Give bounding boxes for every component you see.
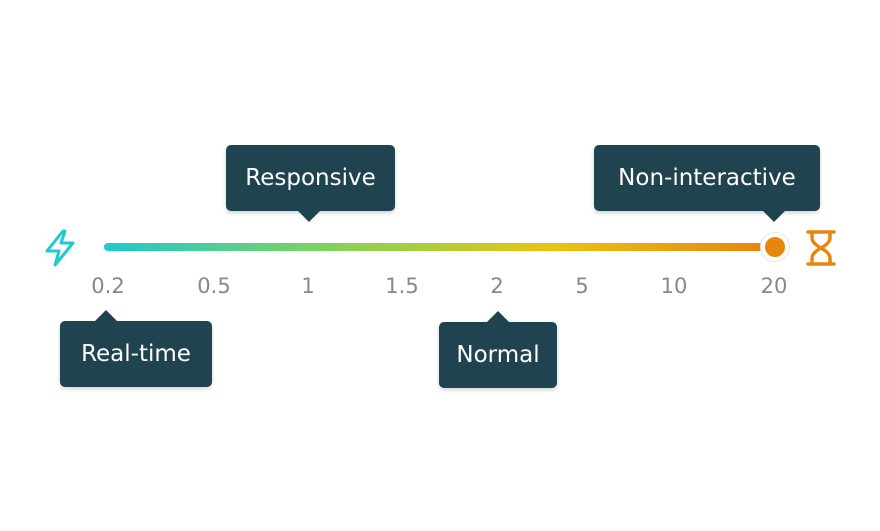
hourglass-icon — [806, 230, 836, 266]
callout-pointer — [486, 311, 510, 323]
tick-label: 0.5 — [197, 274, 231, 298]
tick-label: 10 — [660, 274, 688, 298]
callout-responsive: Responsive — [226, 145, 395, 222]
scale-track — [104, 243, 776, 251]
callout-label: Non-interactive — [618, 165, 796, 191]
callout-non-interactive: Non-interactive — [594, 145, 820, 222]
callout-real-time: Real-time — [60, 310, 212, 387]
callout-label: Normal — [456, 342, 540, 368]
tick-label: 20 — [760, 274, 788, 298]
callout-pointer — [94, 310, 118, 322]
callout-label: Responsive — [245, 165, 376, 191]
callout-normal: Normal — [439, 311, 557, 388]
callout-pointer — [297, 210, 321, 222]
callout-label: Real-time — [81, 341, 191, 367]
tick-label: 2 — [490, 274, 504, 298]
scale-end-marker — [761, 233, 789, 261]
callout-pointer — [762, 210, 786, 222]
tick-label: 5 — [575, 274, 589, 298]
lightning-bolt-icon — [45, 229, 75, 267]
tick-label: 1.5 — [385, 274, 419, 298]
tick-label: 1 — [301, 274, 315, 298]
tick-label: 0.2 — [91, 274, 125, 298]
